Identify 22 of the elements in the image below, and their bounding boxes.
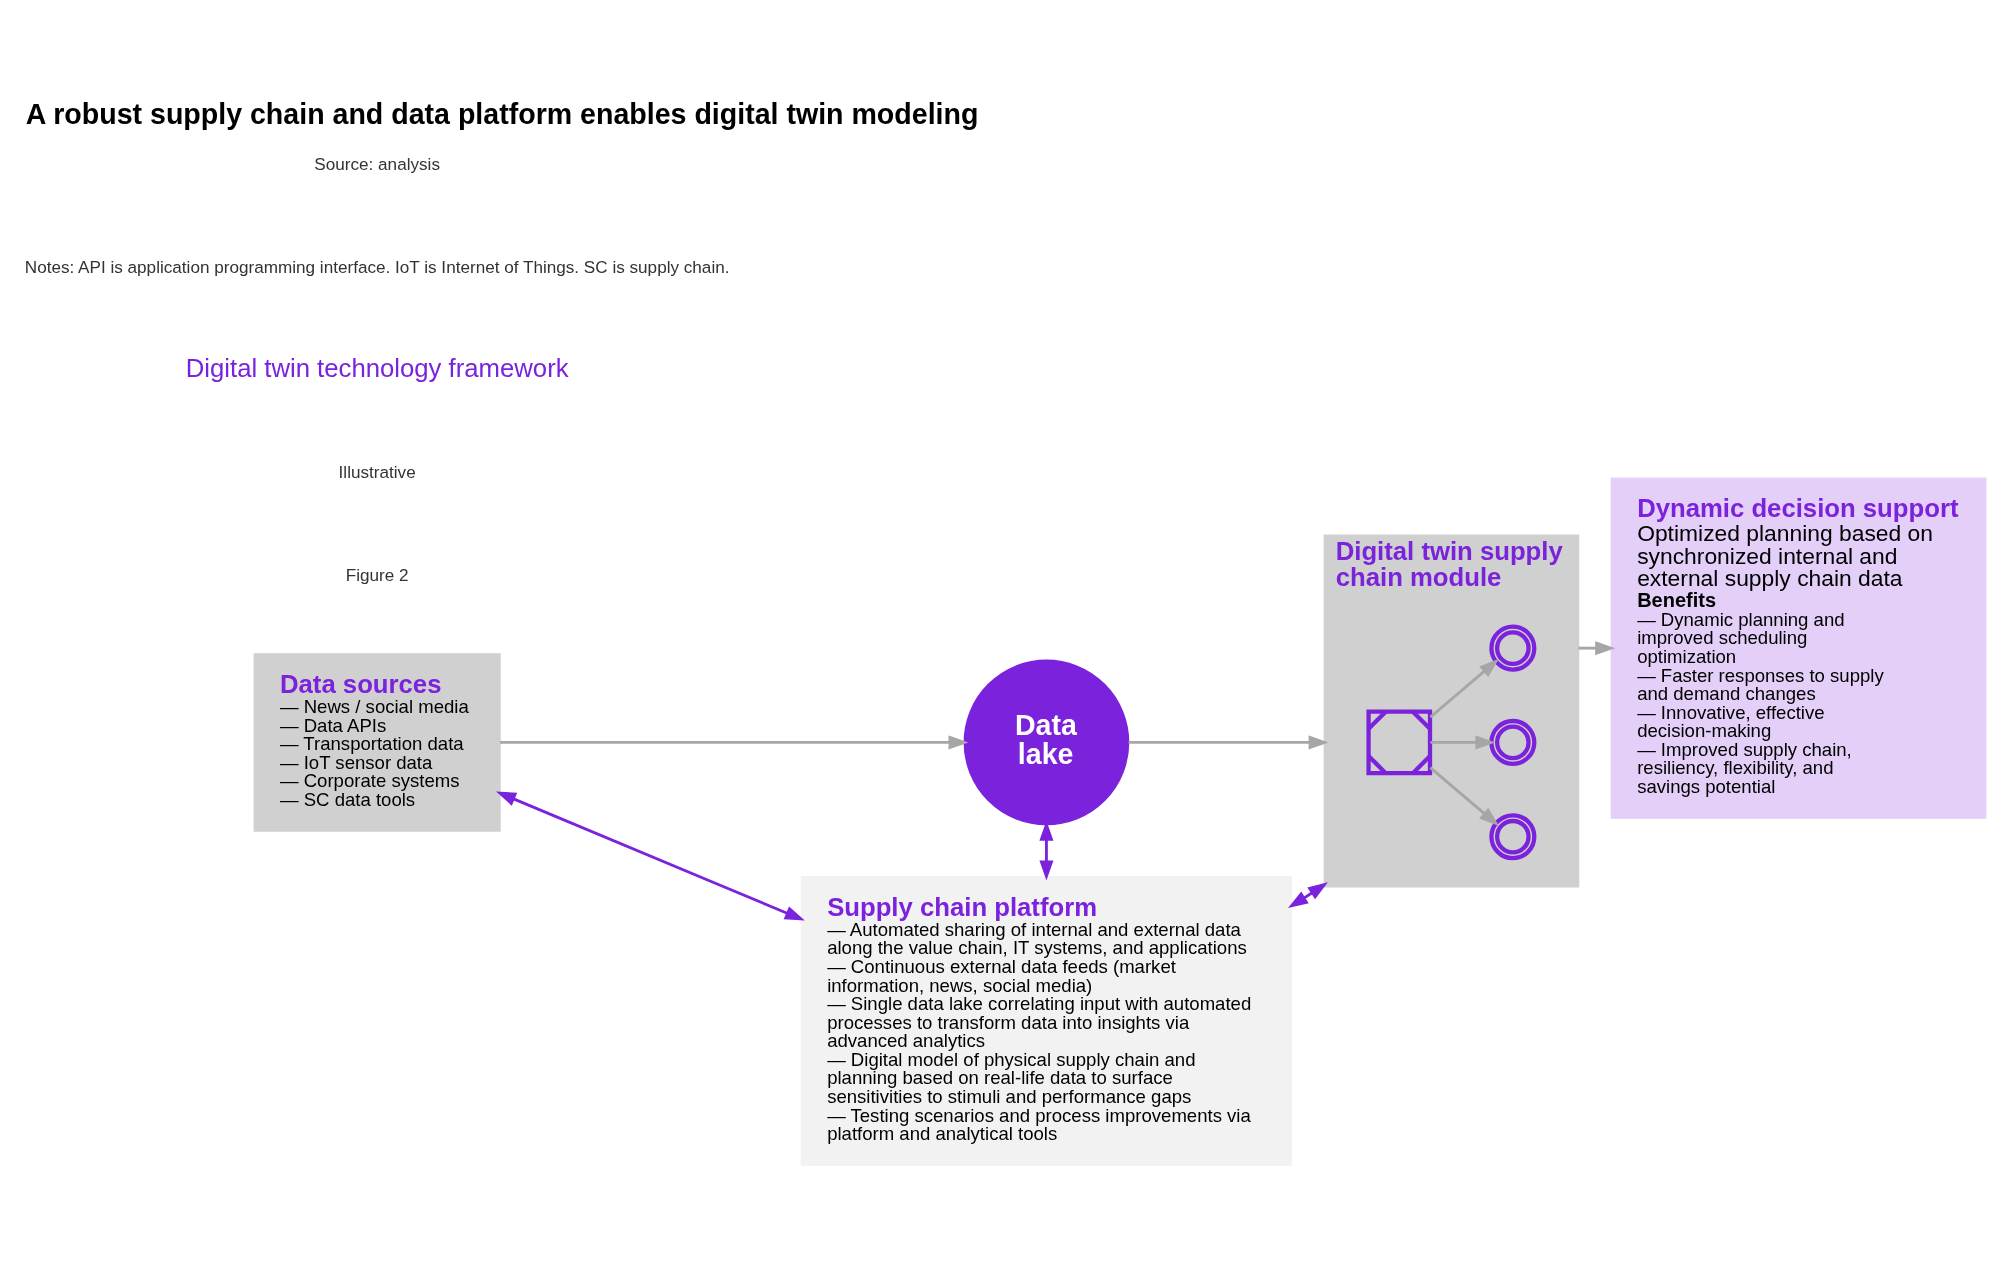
label: Source: analysis [314,153,440,174]
arrow [500,734,969,749]
label: Digital twin technology framework [185,353,569,382]
cluster: Digital twin supply chain module [1323,534,1580,887]
arrow [1429,658,1499,718]
node-antenna [1489,812,1537,860]
node-box: Dynamic decision support Optimized planning based on synchronized internal and external supply chain data Benefits — Dynamic planning and improved scheduling optimization — Faster responses to supply and demand changes — Innovative, effective decision-making — Improved supply chain, resiliency, flexibility, and savings potential [1610,476,1987,819]
arrow [1128,734,1329,749]
node-box: Data sources — News / social media — Data APIs — Transportation data — IoT sensor data — Corporate systems — SC data tools [253,652,501,832]
arrow [1288,881,1328,908]
label: Figure 2 [345,564,409,585]
label: Notes: API is application programming interface. IoT is Internet of Things. SC is supply chain. [24,256,730,277]
diagram-title: A robust supply chain and data platform enables digital twin modeling [25,97,979,130]
node-circle: Data lake [963,659,1130,825]
node-antenna [1489,718,1537,766]
arrow [496,791,805,921]
arrow [1429,766,1499,826]
node-antenna [1489,624,1537,672]
arrow [1578,640,1616,655]
arrow [1430,734,1496,749]
label: Illustrative [338,461,416,482]
node-box: Supply chain platform — Automated sharing of internal and external data along the value chain, IT systems, and applications — Continuous external data feeds (market information, news, social media) — Single data lake correlating input with automated processes to transform data into insights via advanced analytics — Digital model of physical supply chain and planning based on real-life data to surface sensitivities to stimuli and performance gaps — Testing scenarios and process improvements via platform and analytical tools [800,875,1293,1166]
